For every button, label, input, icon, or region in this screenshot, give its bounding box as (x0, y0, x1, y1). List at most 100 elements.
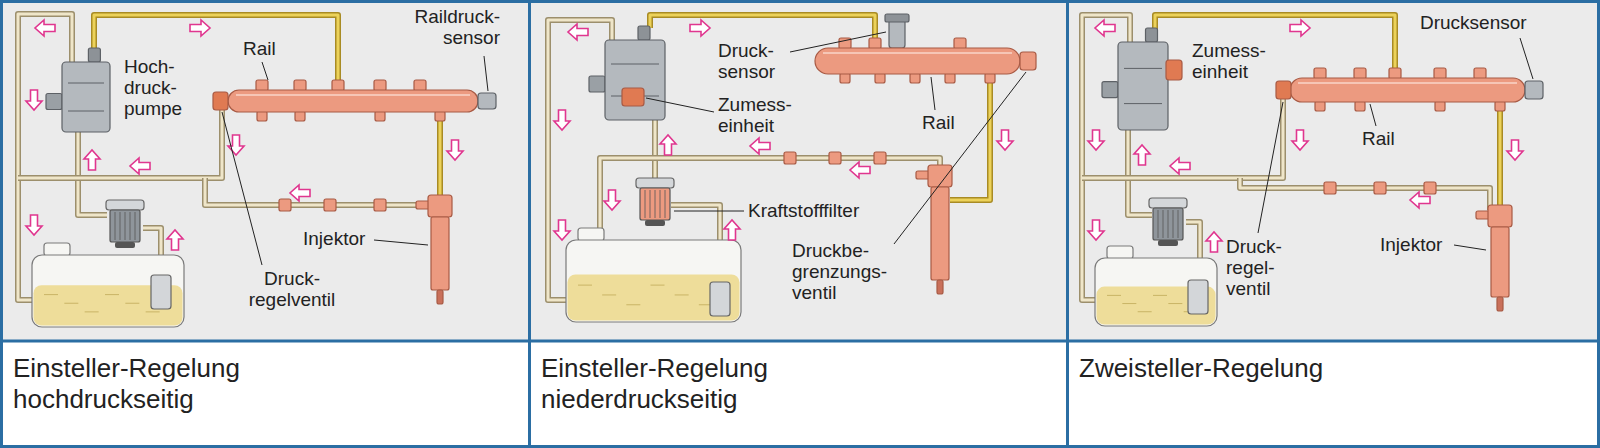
pump-fitting (1146, 28, 1158, 42)
pipe-outline (205, 178, 431, 205)
panel-frame: Einsteller-Regelung niederdruckseitig (528, 0, 1069, 448)
pipe-core (18, 109, 222, 178)
leader-line (222, 112, 262, 265)
fuel-ripple (626, 304, 640, 305)
part-label: Injektor (303, 228, 365, 249)
rail (815, 48, 1020, 74)
caption-divider (1066, 340, 1600, 343)
rail-highlight (1298, 82, 1517, 84)
fuel-ripple (64, 303, 78, 304)
flow-arrow (1290, 20, 1310, 36)
rail-port (954, 38, 966, 49)
pump-shaft (46, 94, 62, 110)
flow-arrow (690, 20, 710, 36)
filter-body (640, 188, 670, 220)
pipe-outline (1240, 178, 1490, 210)
filter-rib (135, 212, 136, 240)
pipe-outline (78, 132, 107, 215)
filter-rib (120, 212, 121, 240)
pipe-core (205, 178, 431, 205)
pipe-core (1082, 99, 1283, 178)
part-label: Injektor (1380, 234, 1442, 255)
filter-rib (650, 190, 651, 218)
high-pressure-pump (1118, 42, 1168, 130)
pipe-core (654, 120, 657, 178)
pipe-outline (950, 82, 990, 200)
leader-line (646, 98, 714, 112)
fuel-ripple (578, 285, 592, 286)
high-pressure-pump (62, 62, 110, 132)
filter-bottom (1158, 240, 1178, 246)
filter-rib (660, 190, 661, 218)
leader-line (1520, 38, 1533, 79)
metering-unit (622, 88, 644, 106)
tank-pump (151, 275, 171, 309)
panel-ground (0, 0, 531, 341)
rail-port (1354, 68, 1366, 79)
filter-rib (1168, 210, 1169, 238)
fuel-tank (32, 255, 184, 327)
flow-arrow (1095, 20, 1115, 36)
pipe-outline (18, 109, 222, 178)
part-label: Zumess- einheit (1192, 40, 1266, 82)
pipe-outline (600, 158, 940, 240)
leader-line (894, 72, 1026, 244)
pressure-limiting-valve (1020, 52, 1036, 70)
caption-ground (0, 341, 531, 448)
part-label: Druckbe- grenzungs- ventil (792, 240, 887, 303)
pressure-sensor (1525, 81, 1543, 99)
fuel-ripple (1153, 295, 1167, 296)
filter-rib (115, 212, 116, 240)
rail (1290, 78, 1525, 102)
leader-line (931, 77, 935, 110)
pipe-outline (652, 120, 658, 178)
flow-arrow (568, 24, 588, 40)
part-label: Rail (243, 38, 276, 59)
flow-arrow (1292, 130, 1308, 150)
fuel-ripple (1168, 303, 1182, 304)
injector-head (1488, 205, 1512, 227)
filter-rib (1173, 210, 1174, 238)
pressure-control-valve (1276, 81, 1291, 99)
flow-arrow (1507, 140, 1523, 160)
fuel-ripple (125, 303, 139, 304)
flow-arrow (26, 90, 42, 110)
pump-shaft (589, 76, 605, 92)
flow-arrow (554, 110, 570, 130)
flow-arrow (997, 130, 1013, 150)
high-pressure-line (1500, 102, 1501, 205)
return-connector (1374, 182, 1386, 194)
fuel-tank (1095, 258, 1217, 326)
return-connector (374, 199, 386, 211)
panel-frame: Zweisteller-Regelung (1066, 0, 1600, 448)
injector-nozzle (937, 280, 943, 294)
injector-nozzle (1497, 297, 1503, 311)
leader-line (790, 32, 886, 52)
filter-rib (130, 212, 131, 240)
part-label: Druck- regel- ventil (1226, 236, 1282, 299)
leader-line (1370, 104, 1376, 126)
filter-cap (636, 178, 674, 188)
pump-detail (68, 83, 104, 84)
high-pressure-pump (605, 40, 665, 120)
flow-arrow (167, 230, 183, 250)
pipe-outline (437, 112, 443, 195)
fuel-ripple (85, 311, 99, 312)
flow-arrow (1088, 220, 1104, 240)
flow-arrow (190, 20, 210, 36)
rail-port (869, 38, 881, 49)
fuel-ripple (1138, 311, 1152, 312)
rail-highlight (236, 94, 470, 96)
rail-highlight (823, 52, 1012, 54)
part-label: Drucksensor (1420, 12, 1527, 33)
flow-arrow (447, 140, 463, 160)
flow-arrow (724, 220, 740, 240)
filter-body (110, 210, 140, 242)
pump-shaft (1102, 82, 1118, 98)
pump-detail (68, 111, 104, 112)
leader-line (674, 211, 744, 212)
fuel-line (1082, 99, 1283, 178)
fuel-line (600, 158, 940, 240)
return-connector (324, 199, 336, 211)
part-label: Kraftstofffilter (748, 200, 859, 221)
